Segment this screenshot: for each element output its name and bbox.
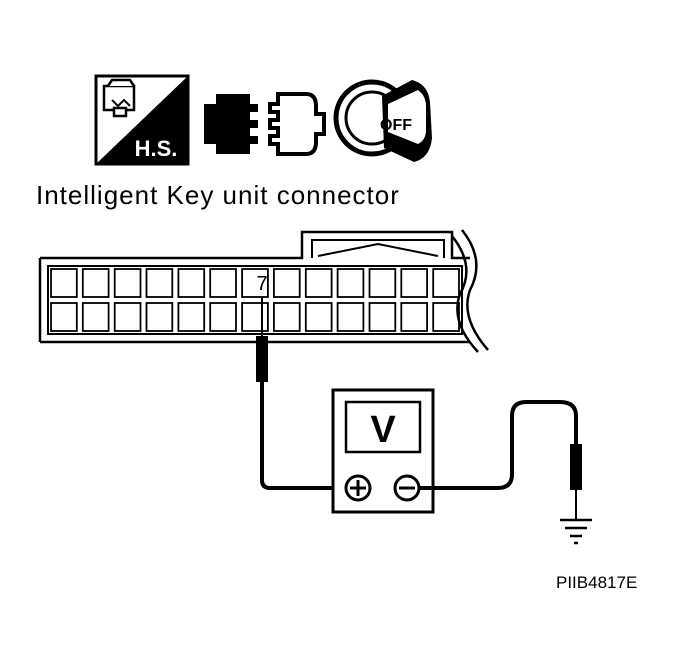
intelligent-key-connector [38,229,489,353]
terminal-cavity [50,268,78,298]
voltmeter: V [331,388,435,514]
figure-code: PIIB4817E [556,573,637,592]
terminal-cavity [209,268,237,298]
harness-side-label: H.S. [135,136,178,161]
ignition-key-off-icon: OFF [333,79,432,162]
terminal-cavity [432,302,460,332]
terminal-cavity [241,268,269,298]
terminal-cavity [241,302,269,332]
meter-display-label: V [370,409,396,451]
terminal-cavity [145,302,174,332]
terminal-cavity [368,302,397,332]
terminal-cavities [50,268,460,332]
ground-icon [560,518,592,545]
terminal-cavity [368,268,397,298]
disconnect-connector-icon [204,92,326,156]
ignition-key-label: OFF [380,117,412,134]
terminal-cavity [81,302,110,332]
terminal-cavity [400,302,428,332]
terminal-cavity [177,302,206,332]
terminal-cavity [50,302,78,332]
connector-title: Intelligent Key unit connector [36,180,400,210]
terminal-cavity [336,268,365,298]
negative-probe [419,400,582,520]
terminal-cavity [272,302,301,332]
positive-terminal [344,474,372,502]
terminal-cavity [272,268,301,298]
negative-terminal [393,474,421,502]
terminal-cavity [113,302,142,332]
terminal-cavity [209,302,237,332]
positive-probe [256,298,346,490]
harness-side-connector-icon: H.S. [94,74,190,166]
terminal-cavity [400,268,428,298]
terminal-cavity [432,268,460,298]
terminal-cavity [304,302,333,332]
terminal-cavity [177,268,206,298]
terminal-cavity [113,268,142,298]
terminal-cavity [81,268,110,298]
terminal-7-label: 7 [256,273,267,295]
terminal-cavity [304,268,333,298]
terminal-cavity [145,268,174,298]
terminal-cavity [336,302,365,332]
